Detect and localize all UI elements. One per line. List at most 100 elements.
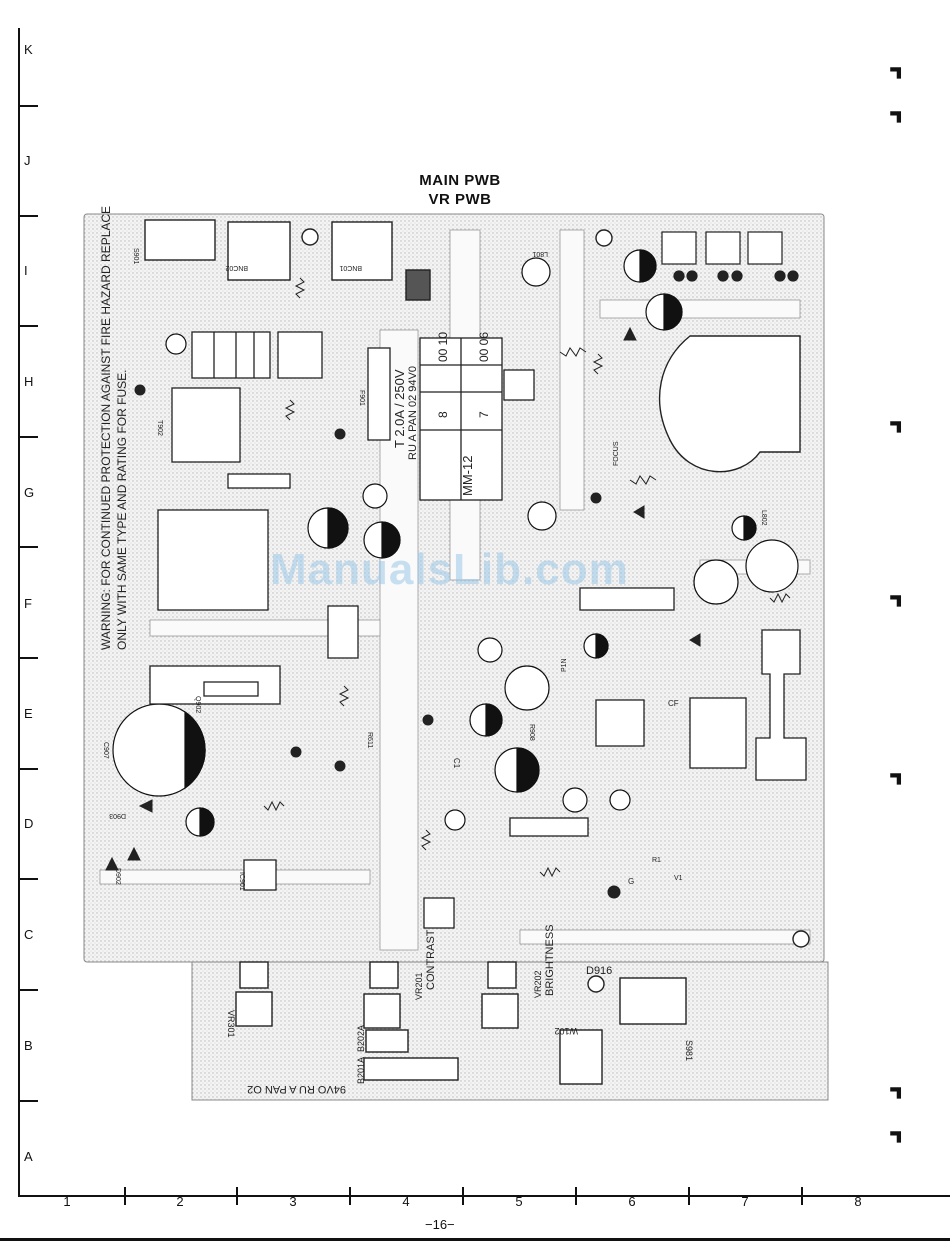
row-label-i: I [24, 263, 28, 278]
designator: BNC02 [225, 264, 248, 271]
col-label-2: 2 [176, 1194, 184, 1209]
mounting-hole [595, 229, 613, 247]
designator: D916 [586, 965, 612, 977]
transformer-t401 [689, 697, 747, 769]
registration-mark-icon: ⌝ [888, 106, 904, 146]
row-label-k: K [24, 42, 33, 57]
resistor-r907 [327, 605, 359, 659]
designator: F901 [358, 390, 365, 406]
vr-label-contrast: CONTRAST [425, 929, 437, 990]
col-tick [349, 1187, 351, 1205]
page-bottom-rule [0, 1238, 950, 1241]
mounting-hole [301, 228, 319, 246]
designator: VR201 [414, 972, 424, 1000]
row-label-h: H [24, 374, 34, 389]
designator: B201A [356, 1057, 366, 1084]
connector-bnc02 [227, 221, 291, 281]
table-cell: 8 [436, 411, 450, 418]
designator: FOCUS [613, 441, 620, 466]
designator: VR301 [226, 1010, 236, 1038]
vr-label-brightness: BRIGHTNESS [544, 924, 556, 996]
registration-mark-icon: ⌝ [888, 1126, 904, 1166]
registration-mark-icon: ⌝ [888, 768, 904, 808]
row-label-e: E [24, 706, 33, 721]
row-label-b: B [24, 1038, 33, 1053]
ic-ic901 [509, 817, 589, 837]
connector-w102 [559, 1029, 603, 1085]
row-label-g: G [24, 485, 35, 500]
col-label-5: 5 [515, 1194, 523, 1209]
switch-s981 [619, 977, 687, 1025]
fuse-rating-text: T 2.0A / 250V [392, 369, 407, 448]
col-label-4: 4 [402, 1194, 410, 1209]
vr202-potentiometer [481, 993, 519, 1029]
connector-bnc01 [331, 221, 393, 281]
designator: P1N [561, 658, 568, 672]
vr301-potentiometer [235, 991, 273, 1027]
col-label-3: 3 [289, 1194, 297, 1209]
board-code-main-text: RU A PAN 02 94V0 [407, 366, 419, 460]
designator: S981 [684, 1040, 694, 1061]
row-tick [18, 215, 38, 217]
row-tick [18, 768, 38, 770]
designator: C907 [102, 742, 109, 759]
title-vr-pwb: VR PWB [428, 191, 492, 208]
designator: T902 [156, 420, 163, 436]
registration-mark-icon: ⌝ [888, 590, 904, 630]
col-label-8: 8 [854, 1194, 862, 1209]
capacitor-c311 [504, 665, 550, 711]
designator: B202A [356, 1025, 366, 1052]
row-tick [18, 878, 38, 880]
designator: S901 [132, 248, 139, 264]
coil-l801 [745, 539, 799, 593]
col-label-6: 6 [628, 1194, 636, 1209]
designator: G [628, 877, 634, 886]
page-number: −16− [425, 1217, 455, 1232]
col-tick [236, 1187, 238, 1205]
designator: R611 [366, 732, 373, 748]
coil-l802 [693, 559, 739, 605]
designator: D902 [114, 868, 121, 885]
row-tick [18, 325, 38, 327]
flyback-outline [658, 335, 801, 473]
col-tick [124, 1187, 126, 1205]
row-tick [18, 989, 38, 991]
designator: L802 [760, 510, 767, 526]
capacitor-l801 [521, 257, 551, 287]
designator: V1 [674, 875, 683, 882]
trimmer-vr402 [661, 231, 697, 265]
row-tick [18, 657, 38, 659]
col-tick [688, 1187, 690, 1205]
transformer-t902 [171, 387, 241, 463]
row-label-d: D [24, 816, 34, 831]
connector-s901 [144, 219, 216, 261]
col-label-7: 7 [741, 1194, 749, 1209]
ic-ic301 [595, 699, 645, 747]
vr201-potentiometer [363, 993, 401, 1029]
board-code-vr-text: 94VO RU A PAN O2 [247, 1083, 346, 1095]
title-main-pwb: MAIN PWB [419, 172, 501, 189]
row-tick [18, 436, 38, 438]
row-label-a: A [24, 1149, 33, 1164]
designator: R1 [652, 857, 661, 864]
table-model-text: MM-12 [460, 456, 475, 496]
designator: Q902 [194, 696, 201, 713]
designator: VR202 [533, 970, 543, 998]
designator: L801 [532, 250, 548, 257]
registration-mark-icon: ⌝ [888, 62, 904, 102]
designator: CF [668, 699, 679, 708]
col-tick [462, 1187, 464, 1205]
designator: IC901 [238, 872, 245, 891]
table-cell: 00 06 [477, 332, 491, 362]
row-label-c: C [24, 927, 34, 942]
trimmer-vr301 [705, 231, 741, 265]
designator: R908 [528, 724, 535, 741]
col-label-1: 1 [63, 1194, 71, 1209]
designator: D903 [109, 812, 126, 819]
fuse-f901 [367, 347, 391, 441]
relay-block [191, 331, 271, 379]
trimmer-vr302 [747, 231, 783, 265]
row-label-f: F [24, 596, 32, 611]
row-tick [18, 105, 38, 107]
